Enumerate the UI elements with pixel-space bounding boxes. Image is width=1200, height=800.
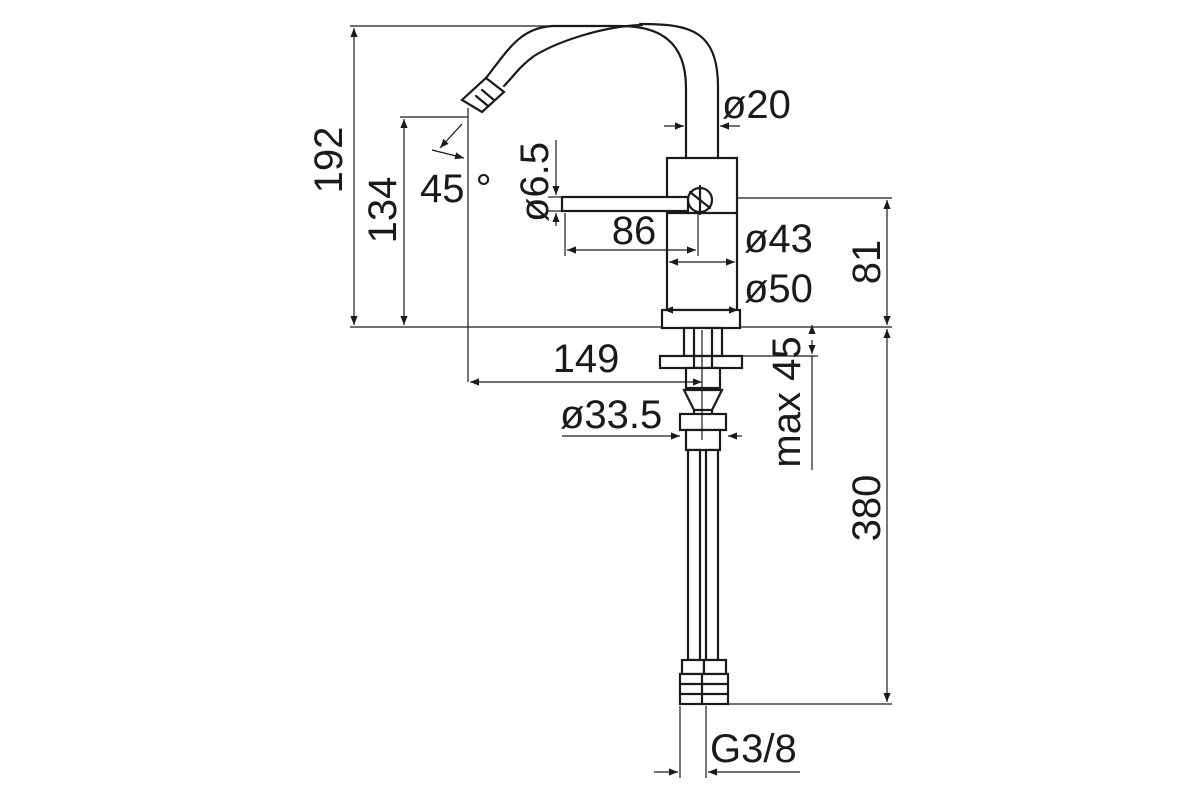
label-spout-angle: 45 °	[420, 167, 492, 211]
label-body-height: 81	[845, 240, 889, 285]
label-thread: G3/8	[710, 727, 797, 771]
spout-tube-lower	[502, 23, 644, 88]
label-reach: 149	[553, 337, 620, 381]
spout-tube-inner	[638, 22, 720, 160]
label-handle-length: 86	[612, 209, 657, 253]
aerator-nozzle	[460, 76, 506, 114]
supply-hoses	[678, 448, 730, 706]
spout-tube	[484, 24, 688, 160]
label-base-dia: ø50	[744, 267, 813, 311]
dimension-labels: 192 134 45 ° ø6.5 ø20 86 ø43 ø50 81 149 …	[307, 83, 889, 771]
mounting-shank	[658, 326, 744, 452]
label-height-spout: 134	[361, 177, 405, 244]
faucet-body	[665, 156, 739, 312]
base-ring	[660, 308, 742, 330]
label-spout-tube-dia: ø20	[722, 83, 791, 127]
label-height-total: 192	[307, 127, 351, 194]
label-shank-dia: ø33.5	[560, 393, 662, 437]
lever-handle	[560, 184, 714, 216]
dimension-lines	[350, 25, 892, 778]
label-handle-dia: ø6.5	[513, 142, 557, 222]
label-max-deck: max 45	[765, 336, 809, 467]
label-hose-length: 380	[845, 475, 889, 542]
label-body-dia: ø43	[744, 217, 813, 261]
